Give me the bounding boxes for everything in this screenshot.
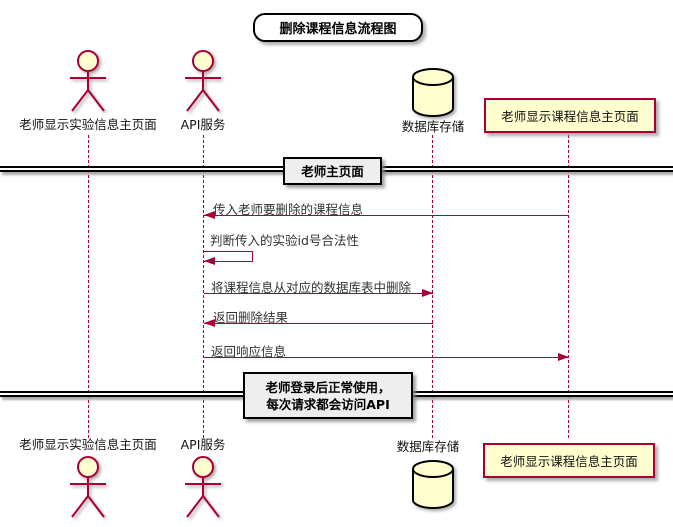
divider-box-api-note: 老师登录后正常使用， 每次请求都会访问API (243, 372, 413, 419)
message-4-arrow (204, 318, 433, 327)
lifeline-teacher-course-page (568, 135, 569, 438)
diagram-title: 删除课程信息流程图 (253, 13, 423, 42)
participant-box-label: 老师显示课程信息主页面 (501, 109, 639, 124)
database-icon (412, 460, 454, 509)
actor-icon (185, 50, 221, 112)
actor-label-teacher-exp-page: 老师显示实验信息主页面 (19, 117, 157, 132)
message-3-label: 将课程信息从对应的数据库表中删除 (211, 280, 412, 295)
message-1-arrow (204, 210, 569, 219)
participant-box-label-bottom: 老师显示课程信息主页面 (500, 454, 638, 469)
message-5-label: 返回响应信息 (211, 344, 287, 359)
message-2-self-side (251, 251, 253, 261)
actor-label-api-service: API服务 (180, 117, 226, 132)
actor-icon (70, 50, 106, 112)
participant-box-teacher-course-page: 老师显示课程信息主页面 (484, 98, 656, 133)
database-label-bottom: 数据库存储 (396, 439, 460, 454)
message-3-arrow (204, 288, 433, 297)
lifeline-database (432, 135, 433, 438)
participant-box-teacher-course-page-bottom: 老师显示课程信息主页面 (483, 443, 655, 478)
lifeline-teacher-exp-page (88, 135, 89, 438)
actor-label-api-service-bottom: API服务 (180, 437, 226, 452)
message-2-self-top (204, 251, 253, 252)
lifeline-api-service (203, 135, 204, 438)
message-4-label: 返回删除结果 (213, 310, 289, 325)
divider-2-text-line1: 老师登录后正常使用， (265, 379, 391, 395)
message-2-label: 判断传入的实验id号合法性 (210, 233, 359, 248)
actor-label-teacher-exp-page-bottom: 老师显示实验信息主页面 (19, 437, 157, 452)
divider-1-text: 老师主页面 (301, 163, 364, 179)
actor-icon (185, 456, 221, 518)
actor-icon (70, 456, 106, 518)
message-2-self-arrow (204, 256, 253, 265)
diagram-title-text: 删除课程信息流程图 (279, 22, 397, 37)
divider-box-teacher-main-page: 老师主页面 (283, 157, 382, 185)
database-icon (412, 68, 454, 117)
message-1-label: 传入老师要删除的课程信息 (213, 202, 364, 217)
divider-2-text-line2: 每次请求都会访问API (266, 396, 390, 412)
database-label: 数据库存储 (401, 119, 465, 134)
message-5-arrow (204, 352, 569, 361)
